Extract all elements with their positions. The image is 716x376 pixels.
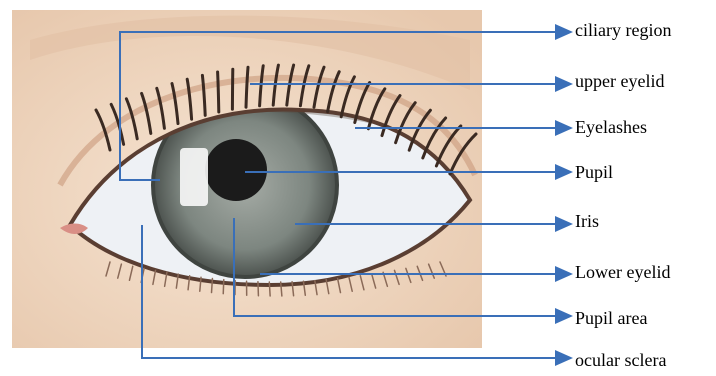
- label-upper-eyelid: upper eyelid: [575, 71, 664, 91]
- label-iris: Iris: [575, 211, 599, 231]
- arrow-lower-eyelid-head: [555, 266, 573, 282]
- arrow-pupil-area-head: [555, 308, 573, 324]
- label-pupil: Pupil: [575, 162, 613, 182]
- label-pupil-area: Pupil area: [575, 308, 647, 328]
- eyelash: [246, 67, 248, 107]
- lower-eyelash: [223, 280, 224, 294]
- arrow-pupil-head: [555, 164, 573, 180]
- eye-highlight: [180, 148, 208, 206]
- lower-eyelash: [269, 282, 270, 296]
- eyelash: [218, 72, 219, 112]
- arrow-iris-head: [555, 216, 573, 232]
- arrow-ocular-sclera-head: [555, 350, 573, 366]
- label-ocular-sclera: ocular sclera: [575, 350, 666, 370]
- label-lower-eyelid: Lower eyelid: [575, 262, 670, 282]
- pupil: [205, 139, 267, 201]
- label-eyelashes: Eyelashes: [575, 117, 647, 137]
- label-ciliary-region: ciliary region: [575, 20, 671, 40]
- arrow-eyelashes-head: [555, 120, 573, 136]
- arrow-ciliary-region-head: [555, 24, 573, 40]
- lower-eyelash: [212, 279, 213, 293]
- arrow-upper-eyelid-head: [555, 76, 573, 92]
